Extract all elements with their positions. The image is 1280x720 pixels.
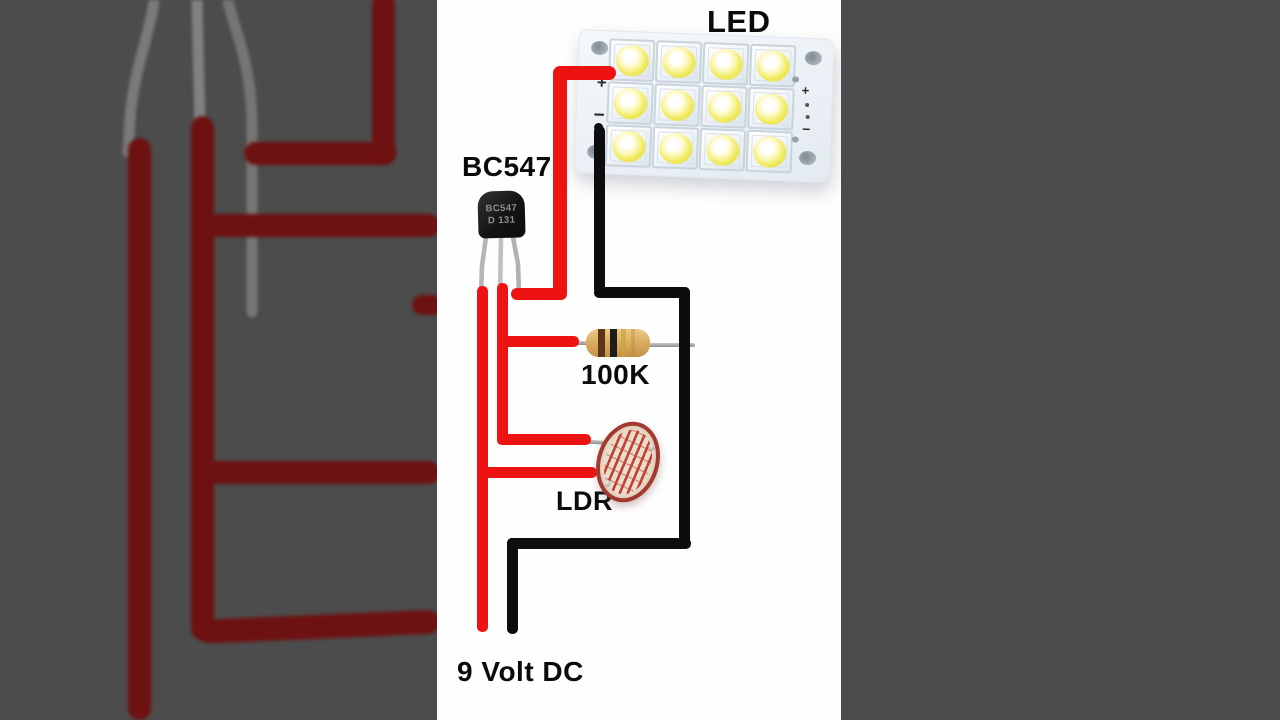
background-transistor-leads bbox=[122, 0, 258, 318]
black-wire-bottom-horizontal bbox=[507, 538, 691, 549]
resistor-body bbox=[586, 329, 650, 357]
led-cell bbox=[748, 43, 797, 88]
red-wire-collector-link bbox=[511, 288, 567, 300]
black-wire-from-led bbox=[594, 126, 605, 294]
led-cell bbox=[653, 83, 701, 127]
transistor-marking-line1: BC547 bbox=[485, 202, 518, 215]
bg-wire-top-horizontal bbox=[244, 142, 396, 165]
panel-right-minus: − bbox=[801, 120, 811, 138]
led-title: LED bbox=[707, 4, 771, 39]
led-grid bbox=[604, 38, 797, 174]
polarity-dot-2 bbox=[805, 114, 810, 120]
led-cell bbox=[701, 41, 750, 86]
led-cell bbox=[698, 127, 747, 172]
black-wire-right-vertical bbox=[679, 287, 690, 549]
resistor-bulge-right bbox=[636, 329, 650, 357]
red-wire-ldr-top-branch bbox=[497, 434, 591, 445]
power-supply-label: 9 Volt DC bbox=[457, 656, 584, 687]
resistor-band-brown bbox=[598, 329, 605, 357]
bg-wire-stub bbox=[412, 295, 442, 315]
mounting-hole-top-right bbox=[804, 50, 823, 66]
red-wire-ldr-bottom-branch bbox=[477, 467, 597, 478]
bg-wire-vertical-mid bbox=[191, 116, 214, 640]
transistor-title: BC547 bbox=[462, 151, 552, 182]
resistor-band-black bbox=[610, 329, 617, 357]
resistor-bulge-left bbox=[586, 329, 600, 357]
resistor-lead-right bbox=[645, 343, 695, 347]
resistor-label: 100K bbox=[581, 359, 650, 390]
transistor-body: BC547 D 131 bbox=[477, 190, 526, 239]
led-cell bbox=[745, 129, 794, 174]
led-cell bbox=[654, 40, 703, 84]
red-wire-led-connector bbox=[554, 66, 616, 80]
red-wire-resistor-branch bbox=[497, 336, 579, 347]
led-cell bbox=[651, 126, 700, 170]
bg-wire-branch-2 bbox=[198, 461, 440, 484]
pcb-hole-right-top bbox=[791, 76, 800, 83]
pcb-hole-right-bottom bbox=[791, 136, 799, 143]
bg-wire-vertical-left bbox=[128, 138, 151, 720]
red-wire-vertical-to-led bbox=[553, 66, 567, 300]
red-wire-base-vertical bbox=[497, 283, 508, 445]
panel-right-plus: + bbox=[801, 82, 810, 99]
transistor-marking-line2: D 131 bbox=[487, 214, 516, 226]
red-wire-emitter-vertical bbox=[477, 286, 488, 632]
black-wire-horizontal bbox=[594, 287, 690, 298]
led-cell bbox=[604, 124, 653, 168]
led-cell bbox=[747, 86, 795, 131]
mounting-hole-top-left bbox=[590, 40, 609, 56]
led-panel: + − + − bbox=[573, 29, 835, 183]
ldr-trace-pattern bbox=[596, 423, 660, 501]
bg-wire-top-vertical bbox=[372, 0, 395, 162]
led-cell bbox=[700, 84, 748, 129]
bg-wire-branch-1 bbox=[198, 214, 440, 237]
resistor-lead-left bbox=[570, 341, 596, 345]
resistor-band-yellow bbox=[621, 329, 626, 357]
resistor-band-gold bbox=[631, 329, 635, 357]
led-cell bbox=[606, 81, 654, 126]
black-wire-supply-tip bbox=[507, 538, 518, 634]
mounting-hole-bottom-right bbox=[798, 150, 817, 166]
polarity-dot-1 bbox=[805, 102, 810, 108]
